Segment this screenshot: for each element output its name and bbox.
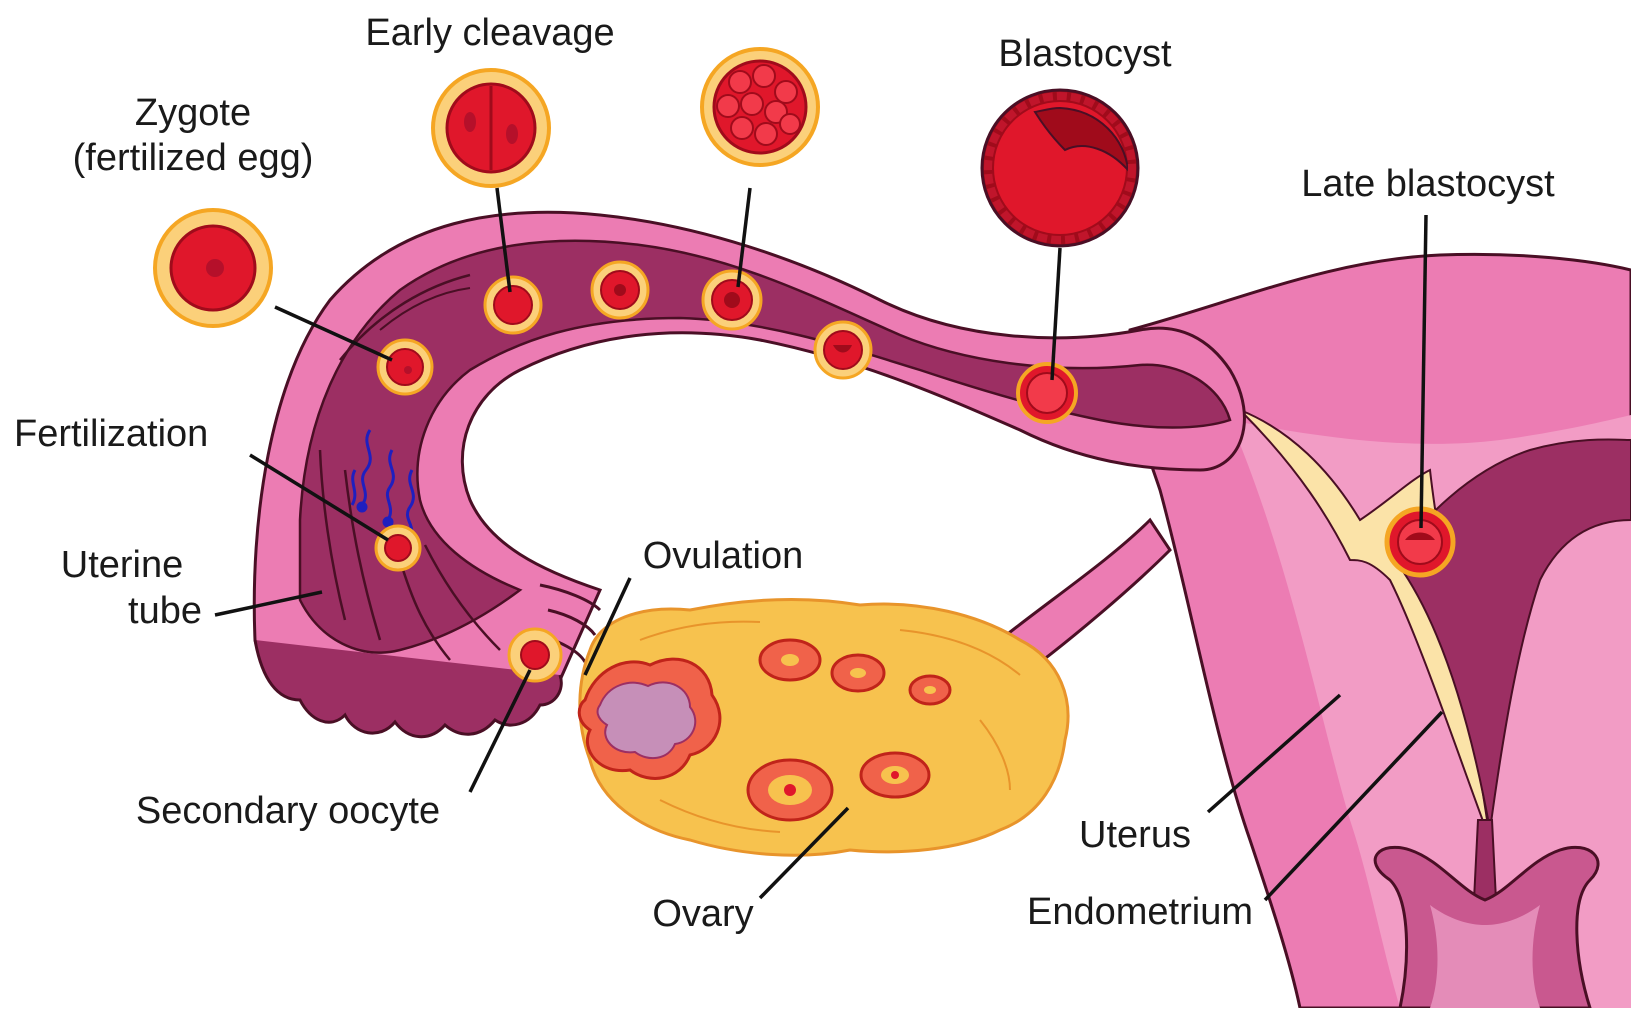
label-late-blastocyst: Late blastocyst bbox=[1301, 163, 1555, 205]
label-blastocyst: Blastocyst bbox=[998, 33, 1172, 75]
label-fertilized-egg: (fertilized egg) bbox=[73, 137, 314, 179]
four-cell-stage-in-tube bbox=[592, 262, 648, 318]
follicle bbox=[910, 676, 950, 704]
two-cell-stage-in-tube bbox=[485, 277, 541, 333]
label-tube: tube bbox=[128, 590, 202, 632]
label-endometrium: Endometrium bbox=[1027, 891, 1253, 933]
label-early-cleavage: Early cleavage bbox=[365, 12, 614, 54]
two-cell-callout bbox=[433, 70, 549, 186]
blastocyst-callout bbox=[982, 90, 1138, 246]
fertilized-egg-in-tube bbox=[376, 526, 420, 570]
ovary bbox=[579, 600, 1068, 856]
early-blastocyst-in-tube bbox=[815, 322, 871, 378]
label-uterine: Uterine bbox=[61, 544, 184, 586]
morula-in-tube bbox=[703, 271, 761, 329]
label-secondary-oocyte: Secondary oocyte bbox=[136, 790, 440, 832]
label-zygote: Zygote bbox=[135, 92, 251, 134]
label-fertilization: Fertilization bbox=[14, 413, 208, 455]
follicle bbox=[861, 753, 929, 797]
follicle bbox=[760, 640, 820, 680]
follicle bbox=[832, 655, 884, 691]
secondary-oocyte-in-tube bbox=[509, 629, 561, 681]
label-ovary: Ovary bbox=[652, 893, 753, 935]
label-ovulation: Ovulation bbox=[643, 535, 804, 577]
label-uterus: Uterus bbox=[1079, 814, 1191, 856]
zygote-in-tube bbox=[378, 340, 432, 394]
follicle bbox=[748, 760, 832, 820]
zygote-callout bbox=[155, 210, 271, 326]
morula-callout bbox=[702, 49, 818, 165]
blastocyst-in-tube bbox=[1018, 364, 1076, 422]
cervical-canal bbox=[1474, 820, 1496, 900]
